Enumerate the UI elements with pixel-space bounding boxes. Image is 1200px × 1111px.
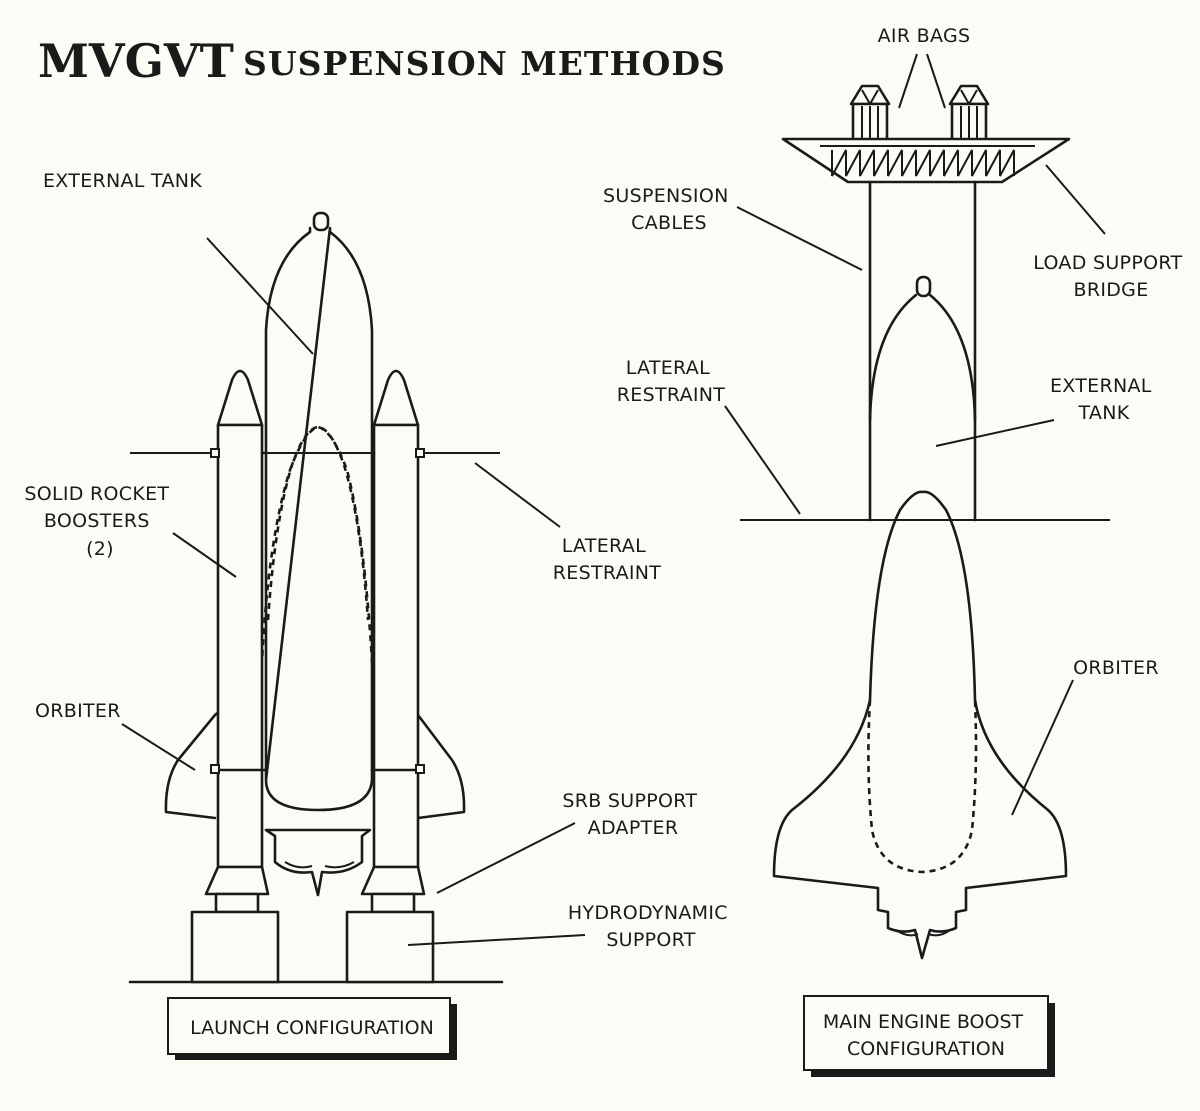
orbiter-engines (264, 828, 372, 897)
boost-caption: MAIN ENGINE BOOST CONFIGURATION (823, 1011, 1029, 1060)
label-air-bags: AIR BAGS (878, 25, 971, 47)
left-hydrodynamic-support (190, 910, 280, 984)
external-tank-boost (868, 275, 977, 422)
right-srb (360, 369, 426, 914)
external-tank (264, 211, 374, 812)
air-bags (849, 84, 990, 142)
label-load-support-bridge: LOAD SUPPORT BRIDGE (1033, 252, 1188, 301)
launch-configuration: EXTERNAL TANK SOLID ROCKET BOOSTERS (2) … (24, 170, 734, 1060)
left-srb (204, 369, 270, 914)
label-suspension-cables: SUSPENSION CABLES (603, 185, 735, 234)
right-hydrodynamic-support (345, 910, 435, 984)
label-external-tank: EXTERNAL TANK (43, 170, 202, 192)
label-srb-support-adapter: SRB SUPPORT ADAPTER (562, 790, 703, 839)
label-hydrodynamic-support: HYDRODYNAMIC SUPPORT (568, 902, 734, 951)
air-bag-left (849, 84, 891, 142)
label-solid-rocket-boosters: SOLID ROCKET BOOSTERS (2) (24, 483, 175, 560)
srb-attach-struts (210, 448, 425, 774)
title-main: MVGVT (38, 34, 234, 88)
launch-leader-lines (121, 237, 586, 946)
diagram-title: MVGVT SUSPENSION METHODS (38, 34, 726, 88)
label-lateral-restraint-boost: LATERAL RESTRAINT (617, 357, 726, 406)
boost-caption-box: MAIN ENGINE BOOST CONFIGURATION (803, 995, 1055, 1077)
label-lateral-restraint-launch: LATERAL RESTRAINT (553, 535, 662, 584)
launch-caption-box: LAUNCH CONFIGURATION (167, 997, 457, 1060)
boost-leader-lines (724, 53, 1106, 816)
title-sub: SUSPENSION METHODS (243, 44, 726, 83)
label-external-tank-boost: EXTERNAL TANK (1050, 375, 1158, 424)
orbiter-right-wing (416, 713, 466, 820)
boost-configuration: AIR BAGS SUSPENSION CABLES LOAD SUPPORT … (603, 25, 1188, 1077)
orbiter-boost (772, 490, 1068, 960)
label-orbiter-launch: ORBITER (35, 700, 121, 722)
load-support-bridge (781, 137, 1071, 184)
label-orbiter-boost: ORBITER (1073, 657, 1159, 679)
air-bag-right (948, 84, 990, 142)
orbiter-hidden-nose (266, 425, 370, 621)
launch-caption: LAUNCH CONFIGURATION (190, 1017, 434, 1039)
